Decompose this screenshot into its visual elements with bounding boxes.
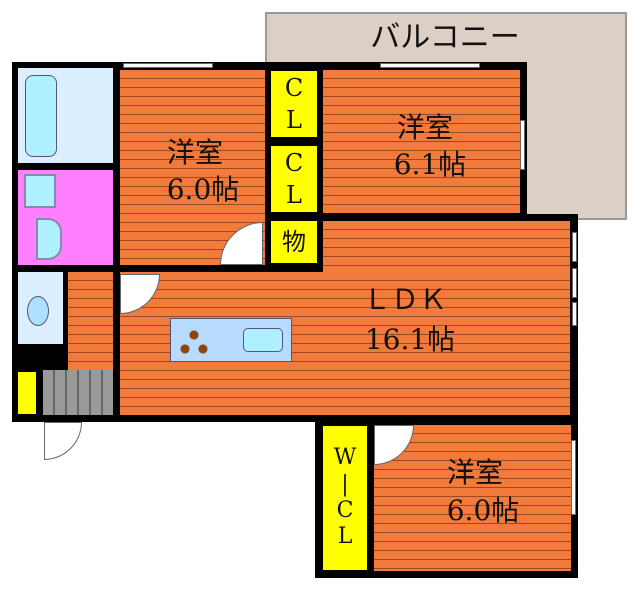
stove-icon [178, 328, 210, 356]
ldk-window-3 [572, 302, 577, 326]
bedroom-s-name: 洋室 [446, 456, 503, 489]
bedroom-s [374, 425, 571, 571]
balcony-label: バルコニー [370, 20, 520, 55]
sink-icon [36, 218, 62, 260]
bedroom-nw-size: 6.0帖 [166, 173, 240, 206]
closet-1[interactable]: C L [268, 68, 320, 140]
kitchen-sink-icon [243, 328, 283, 352]
entrance-door[interactable] [44, 422, 82, 460]
washing-machine-icon [24, 174, 56, 208]
bedroom-s-size: 6.0帖 [446, 494, 520, 527]
bathtub-icon [25, 75, 57, 157]
bedroom-ne [323, 70, 520, 213]
bedroom-ne-window [380, 63, 480, 68]
bedroom-ne-side-window [520, 120, 525, 170]
closet-2[interactable]: C L [268, 143, 320, 215]
ldk-size: 16.1帖 [364, 323, 456, 356]
walk-in-closet[interactable]: W | C L [320, 423, 370, 573]
ldk-window-1 [572, 232, 577, 262]
toilet-icon [27, 296, 49, 326]
ldk-upper [323, 221, 570, 272]
bedroom-s-window [571, 440, 576, 515]
wall-bedroom-ldk [120, 265, 268, 272]
hallway [68, 272, 113, 370]
ldk-name: ＬＤＫ [362, 283, 447, 316]
shoe-cabinet [18, 372, 36, 414]
bedroom-ne-size: 6.1帖 [393, 148, 467, 181]
bedroom-nw-window [123, 63, 213, 68]
ldk-window-2 [572, 268, 577, 298]
entrance-tiles [43, 370, 113, 415]
bedroom-ne-name: 洋室 [396, 111, 453, 144]
bedroom-nw-name: 洋室 [166, 136, 223, 169]
storage-closet[interactable]: 物 [268, 218, 320, 266]
